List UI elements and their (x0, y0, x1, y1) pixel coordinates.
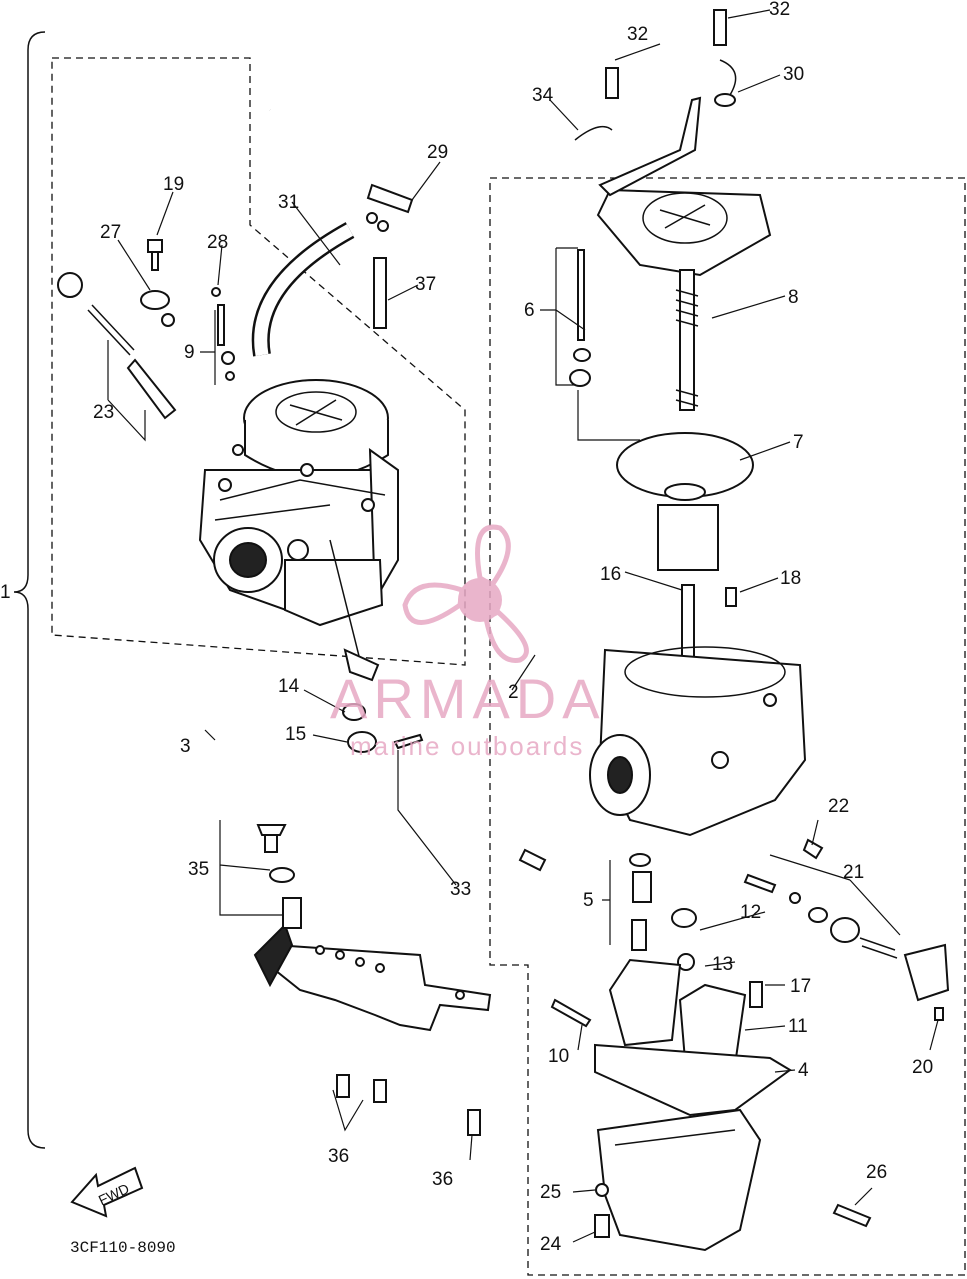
center-small-parts (342, 703, 547, 872)
callout-28: 28 (207, 232, 228, 253)
callout-27: 27 (100, 222, 121, 243)
callout-31: 31 (278, 192, 299, 213)
callout-1: 1 (0, 582, 11, 603)
callout-11: 11 (788, 1016, 808, 1037)
right-assembly-outline (489, 177, 966, 1276)
callout-36-right: 36 (432, 1169, 453, 1190)
callout-20: 20 (912, 1057, 933, 1078)
callout-5: 5 (583, 890, 594, 911)
left-carburetor (198, 379, 399, 682)
brand-watermark: ARMADA marine outboards (330, 524, 606, 761)
callout-18: 18 (780, 568, 801, 589)
callout-12: 12 (740, 902, 761, 923)
breather-hose (251, 105, 414, 357)
callout-15: 15 (285, 724, 306, 745)
callout-2: 2 (508, 682, 519, 703)
callout-37: 37 (415, 274, 436, 295)
left-assembly-outline (51, 57, 466, 666)
callout-32-right: 32 (769, 0, 790, 20)
watermark-tagline: marine outboards (350, 731, 584, 761)
callout-36-left: 36 (328, 1146, 349, 1167)
left-small-parts (57, 239, 235, 420)
callout-25: 25 (540, 1182, 561, 1203)
callout-32-left: 32 (627, 24, 648, 45)
right-carburetor (550, 9, 950, 1252)
forward-arrow: FWD (70, 1166, 144, 1218)
callout-6: 6 (524, 300, 535, 321)
callout-29: 29 (427, 142, 448, 163)
watermark-brand: ARMADA (330, 667, 606, 730)
drawing-code: 3CF110-8090 (70, 1239, 176, 1257)
callout-22: 22 (828, 796, 849, 817)
callout-34: 34 (532, 85, 554, 106)
callout-30: 30 (783, 64, 804, 85)
callout-16: 16 (600, 564, 621, 585)
callout-24: 24 (540, 1234, 562, 1255)
callout-9: 9 (184, 342, 195, 363)
callout-17: 17 (790, 976, 811, 997)
leader-lines (107, 9, 939, 1243)
assembly-brace (13, 31, 46, 1149)
callout-19: 19 (163, 174, 184, 195)
callout-21: 21 (843, 862, 864, 883)
callout-35: 35 (188, 859, 209, 880)
callout-10: 10 (548, 1046, 569, 1067)
mounting-plate (253, 824, 492, 1136)
callout-4: 4 (798, 1060, 809, 1081)
callout-13: 13 (712, 954, 733, 975)
callout-7: 7 (793, 432, 804, 453)
callout-23: 23 (93, 402, 114, 423)
callout-3: 3 (180, 736, 191, 757)
callout-26: 26 (866, 1162, 887, 1183)
callout-14: 14 (278, 676, 300, 697)
callout-33: 33 (450, 879, 471, 900)
callout-8: 8 (788, 287, 799, 308)
